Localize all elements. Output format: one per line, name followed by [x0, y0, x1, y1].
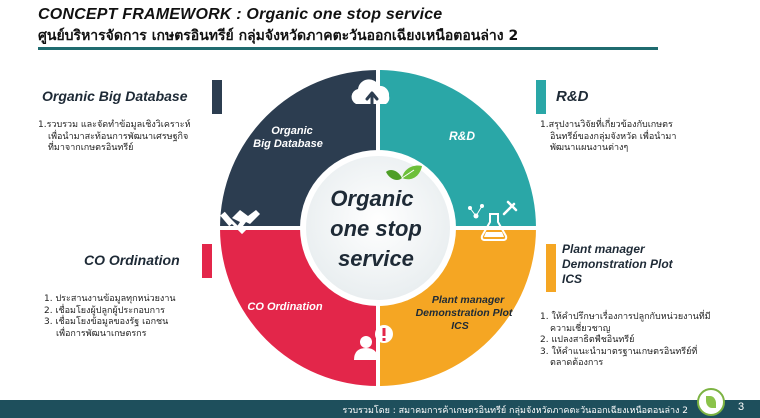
segment-plant-manager [378, 228, 536, 386]
accent-bar-plant-manager [546, 244, 556, 292]
list-item: ตลาดต้องการ [550, 358, 604, 368]
accent-bar-co-ordination [202, 244, 212, 278]
person-alert-icon [354, 325, 393, 360]
footer-credit: รวบรวมโดย : สมาคมการค้าเกษตรอินทรีย์ กลุ… [342, 406, 688, 416]
accent-bar-rnd [536, 80, 546, 114]
segment-label-rnd: R&D [449, 129, 475, 143]
leaf-icon [386, 165, 422, 180]
center-line-3: service [338, 246, 414, 271]
page-subtitle: ศูนย์บริหารจัดการ เกษตรอินทรีย์ กลุ่มจัง… [38, 28, 519, 44]
segment-label-plant-manager-2: Demonstration Plot [416, 307, 513, 319]
handshake-icon [220, 210, 260, 235]
section-heading-plant-manager: Plant manager Demonstration Plot ICS [562, 242, 673, 287]
list-item: ที่มาจากเกษตรอินทรีย์ [48, 143, 134, 153]
list-item: 1.รวบรวม และจัดทำข้อมูลเชิงวิเคราะห์ [38, 120, 191, 130]
segment-co-ordination [220, 228, 378, 386]
section-list-co-ordination: 1. ประสานงานข้อมูลทุกหน่วยงาน 2. เชื่อมโ… [44, 294, 244, 340]
list-item: อินทรีย์ของกลุ่มจังหวัด เพื่อนำมา [550, 131, 677, 142]
center-circle [306, 156, 450, 300]
footer-bar: รวบรวมโดย : สมาคมการค้าเกษตรอินทรีย์ กลุ… [0, 400, 760, 418]
list-item: เพื่อนำมาสะท้อนการพัฒนาเศรษฐกิจ [48, 131, 189, 142]
segment-label-big-database-1: Organic [271, 125, 313, 137]
segment-label-big-database-2: Big Database [253, 138, 323, 150]
list-item: พัฒนาแผนงานต่างๆ [550, 143, 629, 153]
page-number: 3 [738, 401, 745, 413]
segment-big-database [220, 70, 378, 228]
section-list-plant-manager: 1. ให้คำปรึกษาเรื่องการปลูกกับหน่วยงานที… [540, 312, 755, 370]
list-item: เพื่อการพัฒนาเกษตรกร [56, 328, 147, 339]
list-item: 1. ประสานงานข้อมูลทุกหน่วยงาน [44, 294, 176, 304]
title-underline [38, 47, 658, 50]
list-item: 1. ให้คำปรึกษาเรื่องการปลูกกับหน่วยงานที… [540, 312, 711, 322]
heading-line: Plant manager [562, 242, 645, 256]
segment-rnd [378, 70, 536, 228]
page-title: CONCEPT FRAMEWORK : Organic one stop ser… [38, 6, 443, 23]
center-line-1: Organic [330, 186, 413, 211]
section-heading-big-database: Organic Big Database [42, 88, 188, 104]
heading-line: Demonstration Plot [562, 257, 673, 271]
flask-icon [468, 200, 518, 241]
section-heading-co-ordination: CO Ordination [84, 252, 180, 268]
list-item: 2. แปลงสาธิตพืชอินทรีย์ [540, 335, 635, 345]
segment-label-plant-manager-3: ICS [451, 320, 469, 332]
list-item: 1.สรุปงานวิจัยที่เกี่ยวข้องกับเกษตร [540, 120, 673, 130]
cloud-upload-icon [351, 79, 390, 110]
organization-logo [697, 388, 725, 416]
section-heading-rnd: R&D [556, 88, 589, 105]
segment-label-co-ordination: CO Ordination [247, 301, 322, 313]
list-item: 3. ให้คำแนะนำมาตรฐานเกษตรอินทรีย์ที่ [540, 346, 698, 357]
section-list-big-database: 1.รวบรวม และจัดทำข้อมูลเชิงวิเคราะห์ เพื… [38, 120, 238, 155]
list-item: 3. เชื่อมโยงข้อมูลของรัฐ เอกชน [44, 317, 169, 327]
accent-bar-big-database [212, 80, 222, 114]
section-list-rnd: 1.สรุปงานวิจัยที่เกี่ยวข้องกับเกษตร อินท… [540, 120, 740, 155]
list-item: 2. เชื่อมโยงผู้ปลูกผู้ประกอบการ [44, 305, 165, 316]
list-item: ความเชี่ยวชาญ [550, 323, 611, 334]
center-line-2: one stop [330, 216, 422, 241]
heading-line: ICS [562, 272, 583, 286]
segment-label-plant-manager-1: Plant manager [432, 294, 505, 306]
